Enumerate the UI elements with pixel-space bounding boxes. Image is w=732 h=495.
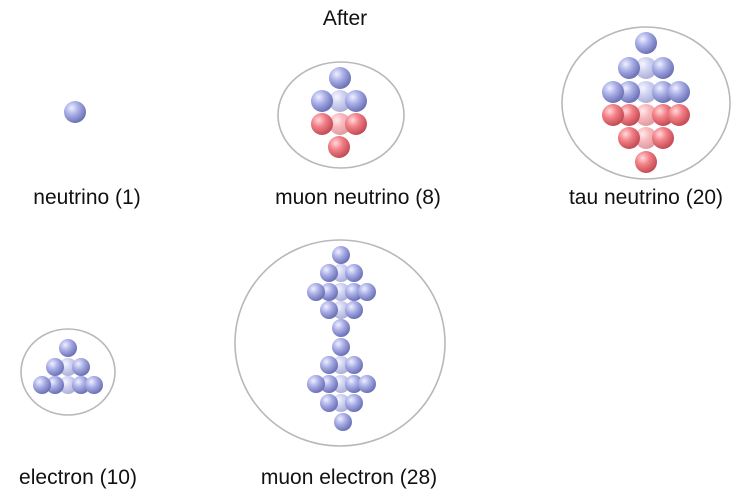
label-neutrino: neutrino (1) — [33, 186, 141, 209]
blue-sphere — [307, 375, 325, 393]
blue-sphere — [46, 358, 64, 376]
blue-sphere — [320, 394, 338, 412]
red-sphere — [618, 104, 640, 126]
label-tau-neutrino: tau neutrino (20) — [568, 186, 724, 209]
blue-sphere — [652, 57, 674, 79]
label-muon-neutrino: muon neutrino (8) — [275, 186, 441, 209]
diagram-title: After — [322, 7, 368, 30]
blue-sphere — [345, 301, 363, 319]
blue-sphere — [307, 283, 325, 301]
red-sphere — [652, 104, 674, 126]
blue-sphere — [358, 283, 376, 301]
blue-sphere — [668, 81, 690, 103]
blue-sphere — [332, 246, 350, 264]
red-sphere — [652, 127, 674, 149]
blue-sphere — [345, 394, 363, 412]
blue-sphere — [635, 57, 657, 79]
red-sphere — [635, 127, 657, 149]
blue-sphere — [72, 376, 90, 394]
blue-sphere — [64, 101, 86, 123]
label-electron: electron (10) — [19, 466, 137, 489]
blue-sphere — [635, 81, 657, 103]
blue-sphere — [329, 67, 351, 89]
blue-sphere — [618, 81, 640, 103]
blue-sphere — [329, 90, 351, 112]
muon-neutrino-enclosure — [277, 61, 405, 169]
blue-sphere — [320, 264, 338, 282]
red-sphere — [311, 113, 333, 135]
blue-sphere — [311, 90, 333, 112]
blue-sphere — [334, 413, 352, 431]
blue-sphere — [345, 264, 363, 282]
blue-sphere — [635, 32, 657, 54]
blue-sphere — [72, 358, 90, 376]
tau-neutrino-enclosure — [561, 26, 731, 180]
blue-sphere — [59, 339, 77, 357]
blue-sphere — [320, 375, 338, 393]
blue-sphere — [345, 375, 363, 393]
blue-sphere — [345, 90, 367, 112]
blue-sphere — [46, 376, 64, 394]
blue-sphere — [602, 81, 624, 103]
red-sphere — [328, 136, 350, 158]
muon-electron-enclosure — [234, 239, 446, 447]
red-sphere — [345, 113, 367, 135]
blue-sphere — [320, 301, 338, 319]
red-sphere — [602, 104, 624, 126]
blue-sphere — [332, 338, 350, 356]
blue-sphere — [320, 356, 338, 374]
blue-sphere — [345, 356, 363, 374]
blue-sphere — [358, 375, 376, 393]
red-sphere — [635, 104, 657, 126]
blue-sphere — [320, 283, 338, 301]
blue-sphere — [332, 319, 350, 337]
blue-sphere — [652, 81, 674, 103]
blue-sphere — [33, 376, 51, 394]
label-muon-electron: muon electron (28) — [260, 466, 438, 489]
electron-enclosure — [20, 328, 116, 416]
red-sphere — [668, 104, 690, 126]
red-sphere — [329, 113, 351, 135]
blue-sphere — [85, 376, 103, 394]
blue-sphere — [59, 358, 77, 376]
blue-sphere — [59, 376, 77, 394]
blue-sphere — [345, 283, 363, 301]
red-sphere — [635, 151, 657, 173]
blue-sphere — [618, 57, 640, 79]
red-sphere — [618, 127, 640, 149]
